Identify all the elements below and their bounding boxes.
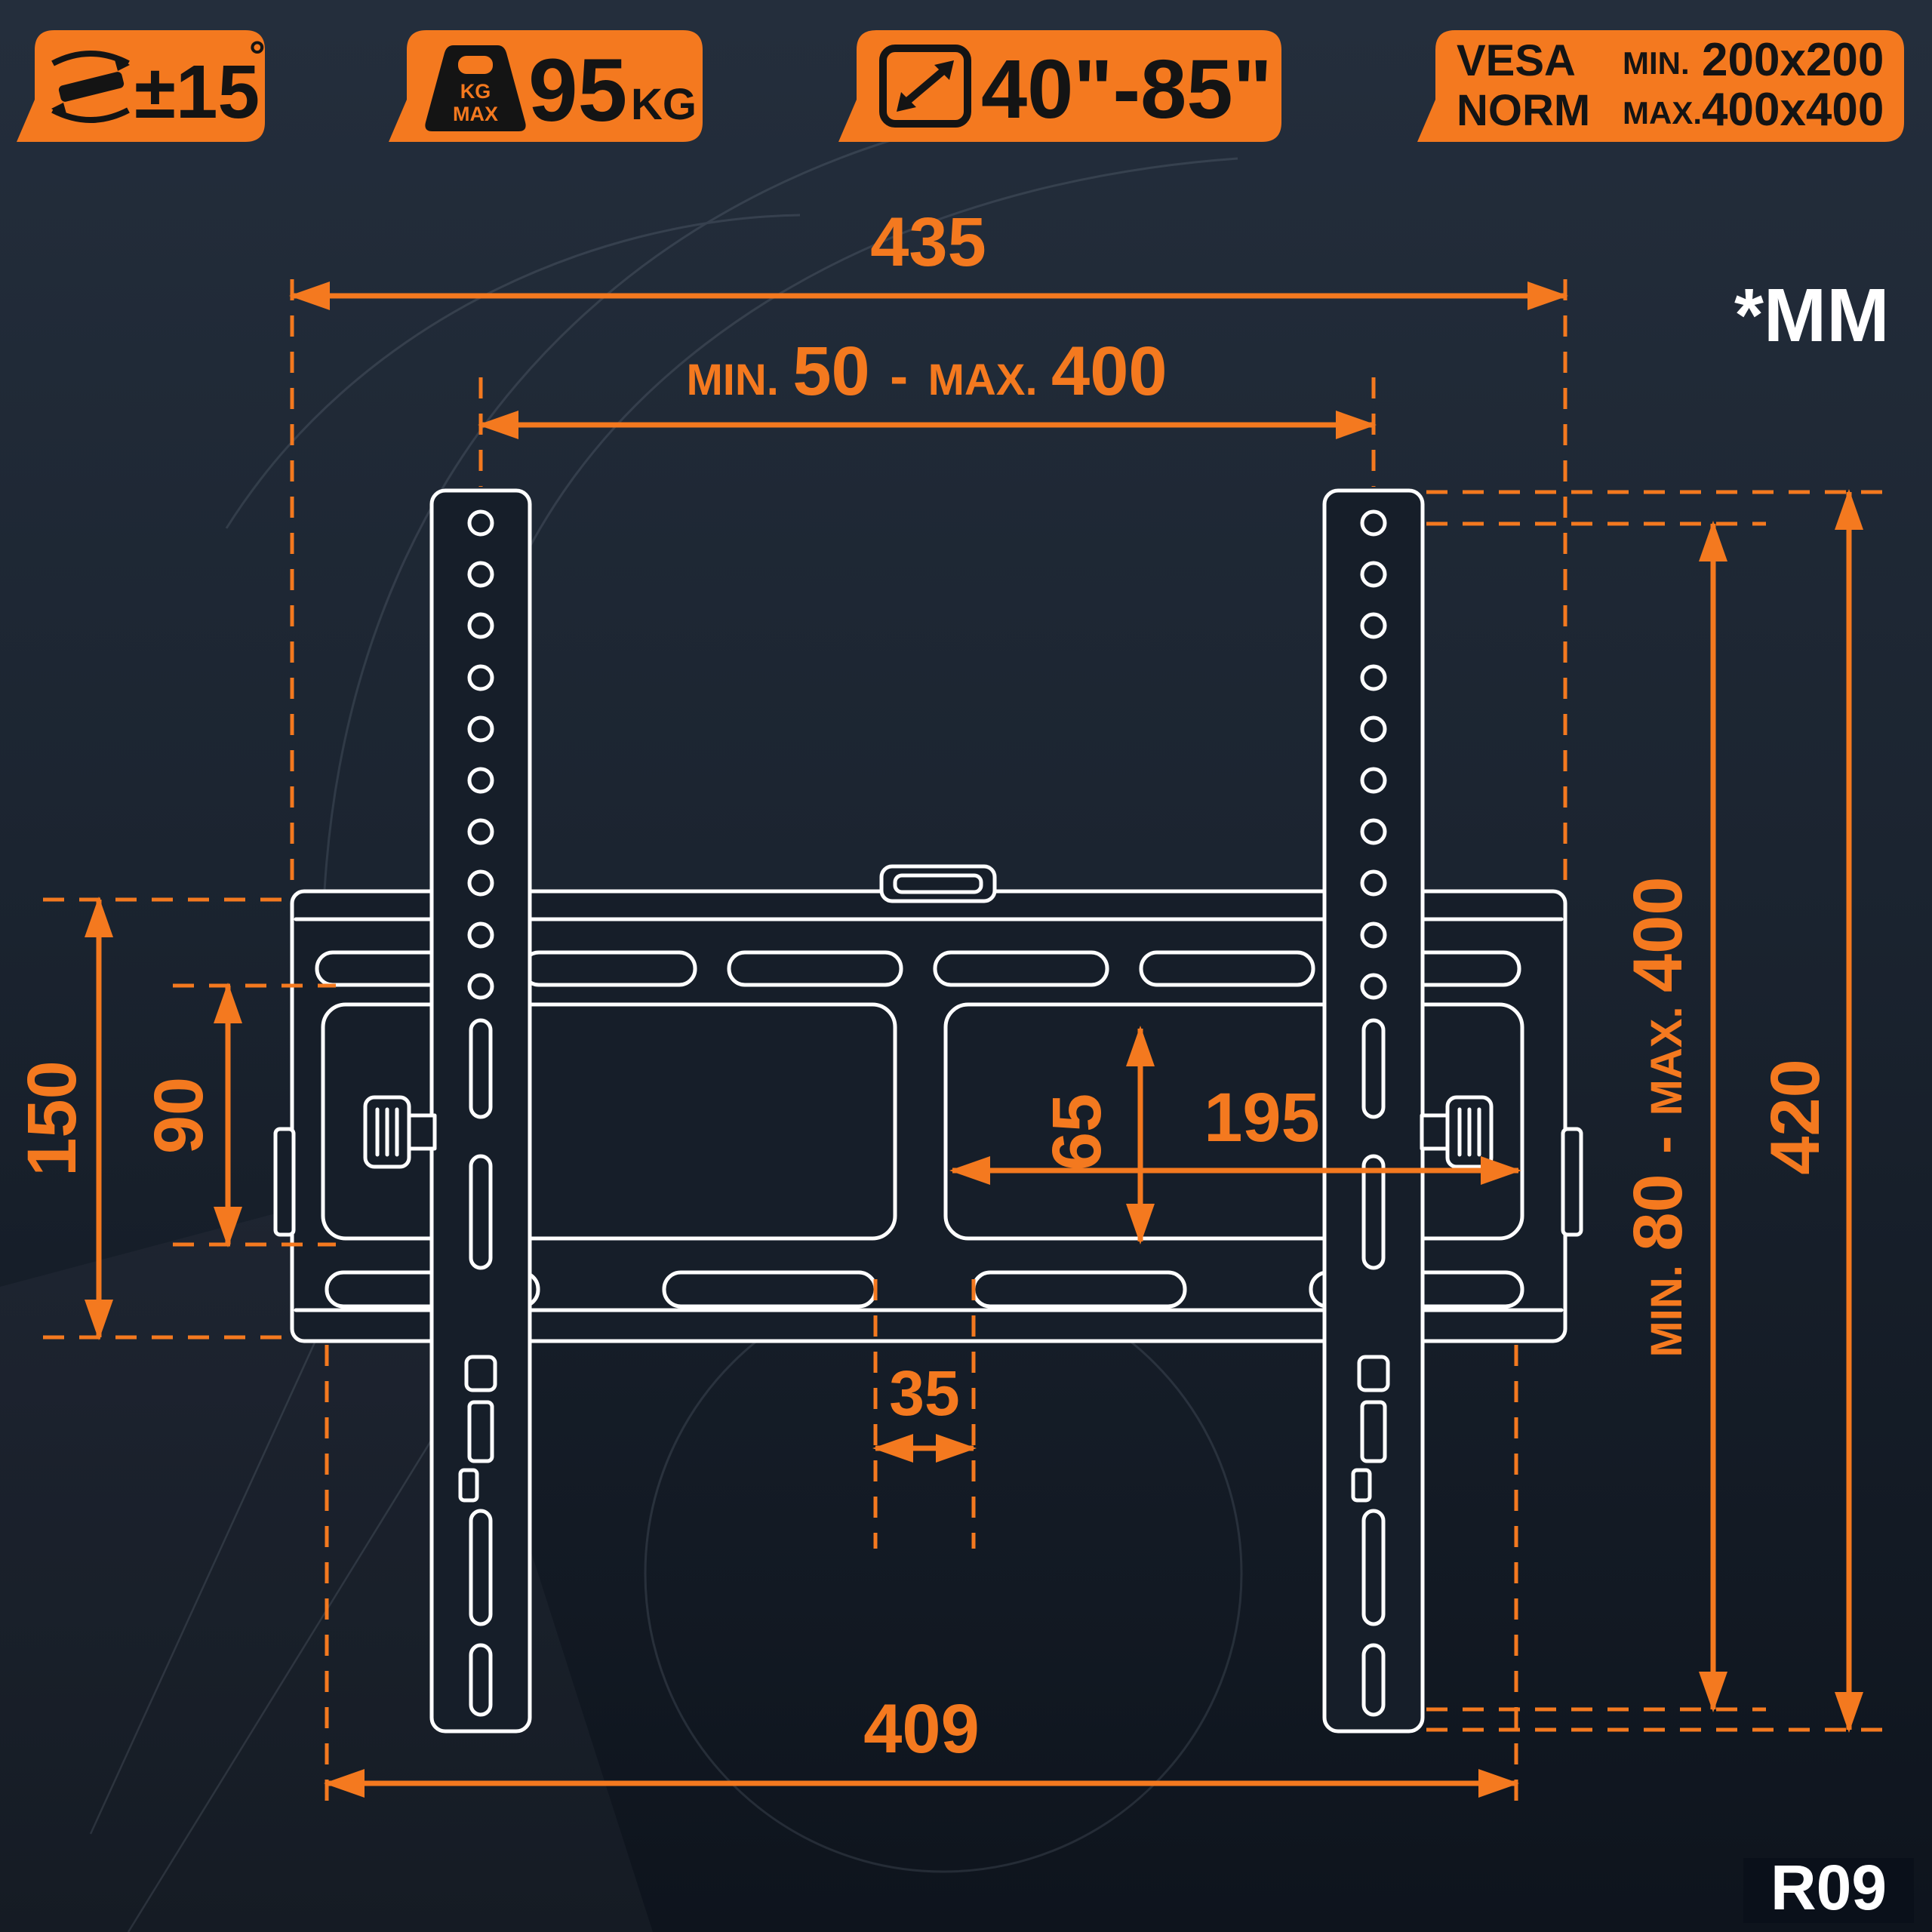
badge-weight: KG MAX 95 KG <box>389 30 703 142</box>
badge-screen-size: 40"-85" <box>838 30 1281 142</box>
dim-plate-height-label: 150 <box>14 1060 91 1177</box>
background-band <box>0 1177 653 1932</box>
badge-weight-value: 95 <box>528 41 627 140</box>
left-rail <box>429 488 532 1734</box>
dim-slot-row-gap-label: 90 <box>140 1077 217 1154</box>
badge-weight-unit: KG <box>631 80 697 129</box>
dim-rail-span: MIN. 50 - MAX. 400 <box>478 333 1377 487</box>
dim-plate-width-label: 435 <box>870 204 986 281</box>
dim-slot-row-gap: 90 <box>140 983 336 1247</box>
left-rail-slots <box>458 1018 497 1717</box>
dim-vesa-span: MIN. 80 - MAX. 400 <box>1426 521 1766 1712</box>
weight-icon-max-label: MAX <box>453 103 498 125</box>
dim-opening-height-label: 65 <box>1038 1094 1115 1171</box>
dim-opening-width: 195 <box>949 1079 1521 1185</box>
dim-rail-height: 420 <box>1426 489 1890 1733</box>
badge-tilt-degree: ° <box>249 33 266 78</box>
dim-rail-height-label: 420 <box>1757 1059 1834 1175</box>
left-rail-holes <box>467 509 494 1000</box>
screen-size-icon <box>879 45 971 128</box>
right-rail-slots <box>1351 1018 1390 1717</box>
units-note: *MM <box>1734 273 1890 358</box>
right-lock-knob <box>1420 1095 1494 1169</box>
badge-vesa-max-value: 400x400 <box>1702 84 1884 136</box>
level-holder <box>879 864 997 903</box>
model-tag: R09 <box>1743 1852 1914 1923</box>
weight-icon: KG MAX <box>425 45 526 131</box>
dim-mount-hole-width-label: 409 <box>863 1690 980 1767</box>
left-lock-knob <box>363 1095 437 1169</box>
badge-vesa-title-2: NORM <box>1457 86 1590 135</box>
tilt-icon <box>51 51 130 123</box>
dim-slot-gap: 35 <box>872 1279 977 1549</box>
right-rail <box>1322 488 1425 1734</box>
dim-slot-gap-label: 35 <box>889 1358 959 1429</box>
dim-plate-height: 150 <box>14 897 292 1340</box>
dim-opening-width-label: 195 <box>1204 1079 1320 1156</box>
badge-vesa-title-1: VESA <box>1457 36 1576 85</box>
badge-screen-size-value: 40"-85" <box>981 43 1272 136</box>
badge-tilt: ±15 ° <box>17 30 266 142</box>
badge-vesa: VESA NORM MIN. 200x200 MAX. 400x400 <box>1417 30 1904 142</box>
dim-vesa-span-label: MIN. 80 - MAX. 400 <box>1620 876 1697 1357</box>
model-label: R09 <box>1770 1852 1887 1923</box>
plate-openings <box>321 1002 1524 1241</box>
badge-vesa-max-label: MAX. <box>1623 95 1702 131</box>
badge-tilt-value: ±15 <box>134 50 260 134</box>
dim-plate-width: 435 <box>289 204 1568 883</box>
badge-vesa-min-label: MIN. <box>1623 45 1690 81</box>
dim-rail-span-label: MIN. 50 - MAX. 400 <box>686 333 1167 410</box>
right-rail-holes <box>1360 509 1387 1000</box>
top-slot-row <box>315 950 1521 987</box>
weight-icon-kg-label: KG <box>460 80 491 103</box>
badge-vesa-min-value: 200x200 <box>1702 34 1884 86</box>
plate-side-tabs <box>273 1127 1583 1237</box>
dim-mount-hole-width: 409 <box>324 1345 1519 1811</box>
